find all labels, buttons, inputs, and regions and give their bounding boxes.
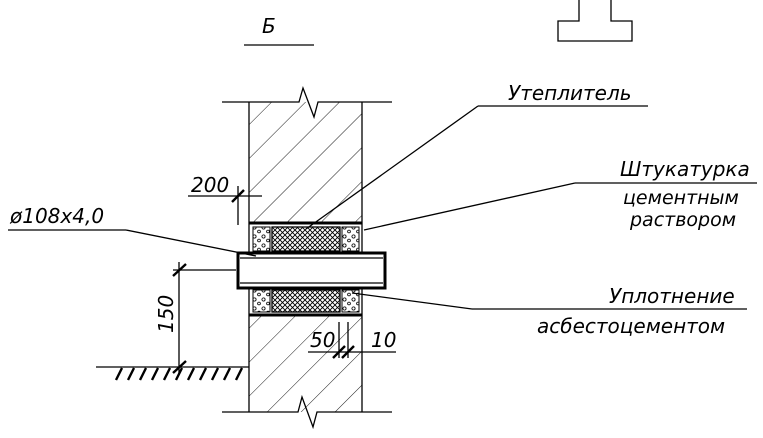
leader-plaster <box>363 182 757 231</box>
leader-seal <box>351 292 747 310</box>
dimension-50-10 <box>308 322 396 359</box>
dim-50-label: 50 <box>310 328 335 352</box>
dimension-200 <box>188 186 262 225</box>
plaster-label-1: Штукатурка <box>620 157 750 181</box>
dim-10-label: 10 <box>371 328 396 352</box>
beam-section-symbol <box>557 0 633 42</box>
insulation-label: Утеплитель <box>508 81 632 105</box>
insulation-lower <box>271 289 341 313</box>
dim-150-label: 150 <box>154 295 178 333</box>
pipe-label: ø108х4,0 <box>9 204 104 228</box>
leader-pipe <box>8 229 257 257</box>
seal-label-2: асбестоцементом <box>537 314 725 338</box>
bottom-break-line <box>222 394 392 430</box>
section-title: Б <box>262 14 276 38</box>
top-break-line <box>222 85 392 120</box>
seal-label-1: Уплотнение <box>609 284 735 308</box>
plaster-label-3: раствором <box>629 209 736 231</box>
seal-lower <box>252 289 360 313</box>
leader-insulation <box>305 105 648 230</box>
dimension-150 <box>172 262 236 374</box>
dim-200-label: 200 <box>191 173 229 197</box>
insulation-upper <box>271 226 341 252</box>
plaster-label-2: цементным <box>623 187 739 209</box>
seal-upper <box>252 226 360 252</box>
pipe <box>236 251 387 290</box>
ground <box>96 366 249 381</box>
